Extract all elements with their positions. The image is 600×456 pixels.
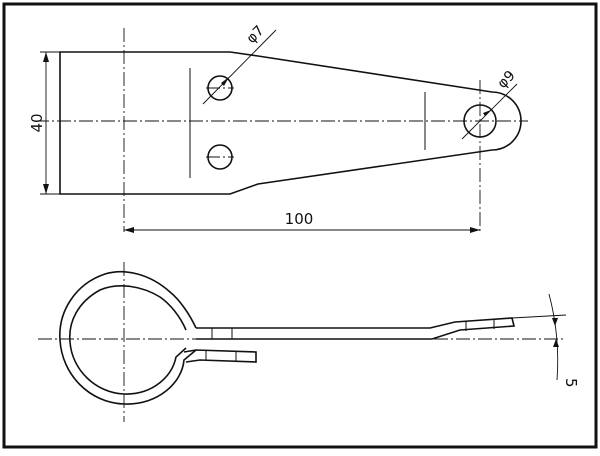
clamp-ring-outer — [59, 270, 197, 405]
dim-40-arrow-bottom — [43, 184, 49, 194]
dim-40-arrow-top — [43, 52, 49, 62]
dim-100-arrow-left — [124, 227, 134, 233]
phi7-label: φ7 — [244, 23, 268, 47]
plate-outline — [59, 51, 522, 195]
dim-100-arrow-right — [470, 227, 480, 233]
dim-100-label: 100 — [285, 210, 314, 228]
clamp-ring-inner — [68, 285, 187, 395]
side-view: 5 — [38, 262, 580, 422]
strip-lower — [183, 349, 257, 363]
angle-arc — [548, 293, 559, 381]
drawing-border — [2, 2, 598, 449]
angle-ext-line — [511, 314, 567, 319]
angle-arrow-top — [552, 318, 558, 326]
top-view: 40 100 φ7 φ9 — [28, 23, 528, 233]
phi7-arrow — [221, 77, 229, 86]
phi7-leader — [202, 29, 277, 105]
dim-40-label: 40 — [28, 113, 46, 132]
phi9-arrow — [483, 110, 491, 116]
strip-upper — [196, 317, 516, 340]
angle-label: 5 — [562, 378, 580, 388]
angle-arrow-bottom — [553, 339, 559, 347]
phi9-label: φ9 — [495, 68, 519, 92]
